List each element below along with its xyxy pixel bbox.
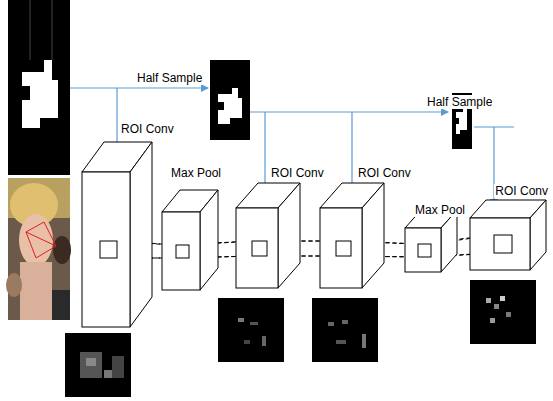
layer-cuboid xyxy=(235,182,301,289)
layer-block: Max Pool xyxy=(404,209,458,273)
layer-label: ROI Conv xyxy=(270,166,325,180)
feature-map xyxy=(470,280,536,344)
layer-cuboid xyxy=(319,182,385,289)
layer-cuboid xyxy=(161,189,219,291)
layer-label: Max Pool xyxy=(170,166,222,180)
layer-block: ROI Conv xyxy=(81,141,153,328)
roi-mask xyxy=(210,60,250,140)
layer-block: Max Pool xyxy=(161,189,219,291)
layer-block: ROI Conv xyxy=(319,182,385,289)
layer-block: ROI Conv xyxy=(235,182,301,289)
operation-label: Half Sample xyxy=(136,71,203,85)
layer-label: ROI Conv xyxy=(120,122,175,136)
layer-cuboid xyxy=(81,141,153,328)
layer-block: ROI Conv xyxy=(469,199,547,271)
layer-label: ROI Conv xyxy=(494,184,549,198)
input-photo xyxy=(6,178,71,320)
feature-map xyxy=(65,333,131,397)
layer-cuboid xyxy=(404,209,458,273)
feature-map xyxy=(218,298,284,362)
layer-label: ROI Conv xyxy=(357,166,412,180)
roi-mask xyxy=(8,0,70,175)
operation-label: Half Sample xyxy=(426,95,493,109)
feature-map xyxy=(312,298,378,362)
layer-label: Max Pool xyxy=(414,203,466,217)
layer-cuboid xyxy=(469,199,547,271)
